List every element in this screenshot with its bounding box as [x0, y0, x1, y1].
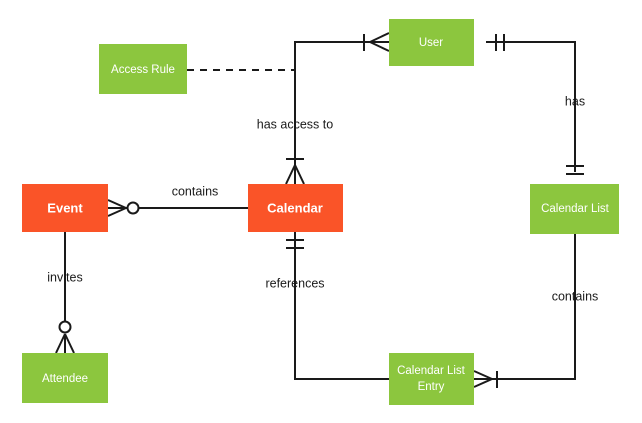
cardinality-calendar-top-crowsfoot — [285, 164, 305, 185]
entity-event-label: Event — [47, 200, 83, 215]
cardinality-user-right-exactly-one — [495, 34, 505, 51]
cardinality-entry-right-crowsfoot — [473, 370, 493, 388]
cardinality-calendar-list-top-exactly-one — [566, 165, 584, 175]
entity-calendar[interactable]: Calendar — [248, 184, 343, 232]
cardinality-attendee-zero-ring — [58, 320, 72, 334]
relationship-label-contains-event-calendar: contains — [172, 184, 219, 198]
cardinality-calendar-bottom-exactly-one — [286, 239, 304, 249]
connector-calendar-list-to-entry — [488, 234, 576, 380]
connector-user-to-calendar — [294, 41, 377, 165]
relationship-label-has: has — [565, 94, 585, 108]
entity-access-rule-box[interactable] — [99, 44, 187, 94]
entity-attendee-label: Attendee — [42, 373, 88, 385]
connector-user-to-calendar-list — [486, 41, 576, 172]
relationship-label-invites: invites — [47, 270, 82, 284]
cardinality-user-left-crowsfoot — [369, 32, 390, 52]
entity-event-box[interactable] — [22, 184, 108, 232]
cardinality-event-right-crowsfoot — [107, 199, 127, 217]
entity-calendar-list[interactable]: Calendar List — [530, 184, 619, 234]
cardinality-attendee-crowsfoot — [55, 333, 75, 354]
entity-user-label: User — [419, 37, 443, 49]
entity-calendar-list-entry[interactable]: Calendar List Entry — [389, 353, 474, 405]
entity-calendar-list-entry-box[interactable] — [389, 353, 474, 405]
entity-user-box[interactable] — [389, 19, 474, 66]
relationship-label-contains-list-entry: contains — [552, 289, 599, 303]
entity-attendee-box[interactable] — [22, 353, 108, 403]
entity-calendar-box[interactable] — [248, 184, 343, 232]
entity-access-rule-label: Access Rule — [111, 64, 175, 76]
cardinality-event-right-zero-ring — [126, 201, 140, 215]
entity-calendar-list-box[interactable] — [530, 184, 619, 234]
entity-attendee[interactable]: Attendee — [22, 353, 108, 403]
entity-event[interactable]: Event — [22, 184, 108, 232]
entity-calendar-list-entry-label-line2: Entry — [418, 381, 445, 393]
connector-calendar-to-entry — [294, 232, 389, 380]
relationship-label-has-access-to: has access to — [257, 117, 333, 131]
entity-calendar-list-label: Calendar List — [541, 203, 610, 215]
relationship-label-references: references — [265, 276, 324, 290]
entity-access-rule[interactable]: Access Rule — [99, 44, 187, 94]
entity-calendar-list-entry-label-line1: Calendar List — [397, 365, 466, 377]
entity-calendar-label: Calendar — [267, 200, 323, 215]
entity-user[interactable]: User — [389, 19, 474, 66]
